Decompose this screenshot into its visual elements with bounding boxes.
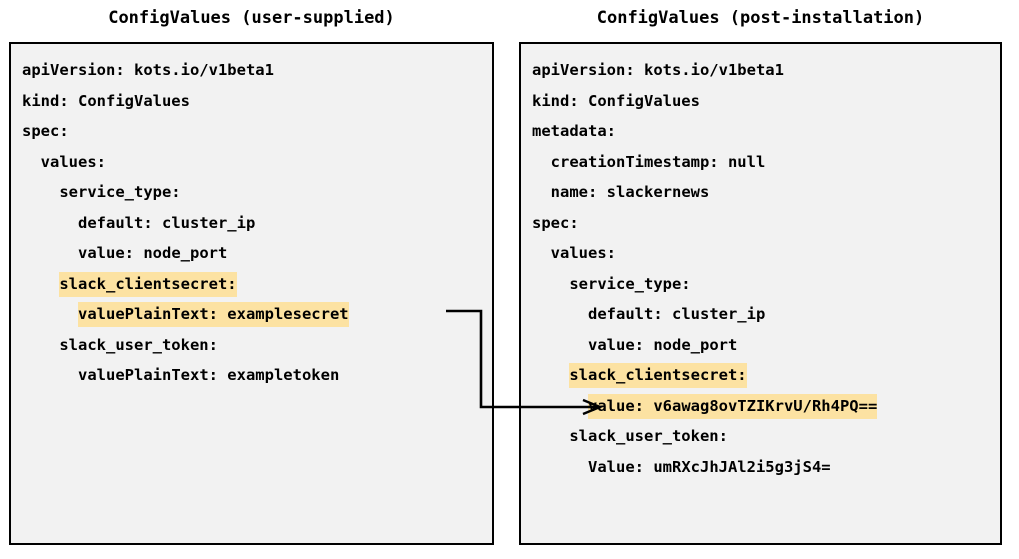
yaml-indent xyxy=(532,244,551,262)
yaml-indent xyxy=(532,183,551,201)
yaml-indent xyxy=(532,305,588,323)
yaml-text: value: node_port xyxy=(78,244,228,262)
yaml-text: service_type: xyxy=(59,183,181,201)
left-yaml-panel: apiVersion: kots.io/v1beta1 kind: ConfigV… xyxy=(9,42,494,545)
yaml-text: Value: umRXcJhJAl2i5g3jS4= xyxy=(588,457,831,476)
yaml-text: values: xyxy=(550,244,616,262)
yaml-indent xyxy=(532,275,569,293)
yaml-line: kind: ConfigValues xyxy=(532,86,998,117)
yaml-line: valuePlainText: exampletoken xyxy=(22,360,490,391)
left-yaml-content: apiVersion: kots.io/v1beta1 kind: ConfigV… xyxy=(22,55,490,391)
yaml-indent xyxy=(22,275,59,293)
yaml-text: creationTimestamp: null xyxy=(550,152,766,171)
yaml-text-highlighted: slack_clientsecret: xyxy=(569,363,747,388)
left-panel-title: ConfigValues (user-supplied) xyxy=(108,8,395,28)
yaml-line: slack_clientsecret: xyxy=(532,360,998,391)
yaml-text: slack_user_token: xyxy=(569,427,728,445)
yaml-line: valuePlainText: examplesecret xyxy=(22,299,490,330)
yaml-indent xyxy=(22,305,78,323)
yaml-text: default: cluster_ip xyxy=(588,305,766,323)
yaml-text: name: slackernews xyxy=(550,183,710,201)
yaml-line: metadata: xyxy=(532,116,998,147)
yaml-indent xyxy=(532,366,569,384)
yaml-indent xyxy=(532,458,588,476)
yaml-indent xyxy=(532,153,551,171)
yaml-indent xyxy=(22,244,78,262)
yaml-indent xyxy=(22,183,59,201)
yaml-line: values: xyxy=(532,238,998,269)
yaml-indent xyxy=(22,214,78,232)
yaml-indent xyxy=(532,427,569,445)
yaml-text: default: cluster_ip xyxy=(78,213,256,232)
yaml-text: valuePlainText: exampletoken xyxy=(78,366,340,384)
yaml-text: values: xyxy=(40,152,106,171)
yaml-text-highlighted: value: v6awag8ovTZIKrvU/Rh4PQ== xyxy=(588,393,878,419)
yaml-indent xyxy=(532,397,588,415)
yaml-indent xyxy=(532,336,588,354)
yaml-line: value: node_port xyxy=(22,238,490,269)
yaml-text: slack_user_token: xyxy=(59,335,218,354)
yaml-text: apiVersion: kots.io/v1beta1 xyxy=(532,61,784,79)
yaml-line: values: xyxy=(22,147,490,178)
yaml-text: metadata: xyxy=(532,122,616,140)
yaml-line: slack_clientsecret: xyxy=(22,269,490,300)
yaml-line: service_type: xyxy=(532,269,998,300)
yaml-line: slack_user_token: xyxy=(22,330,490,361)
right-panel-title: ConfigValues (post-installation) xyxy=(596,8,925,28)
yaml-indent xyxy=(22,366,78,384)
yaml-line: value: node_port xyxy=(532,330,998,361)
yaml-line: kind: ConfigValues xyxy=(22,86,490,117)
yaml-text: service_type: xyxy=(569,274,691,293)
yaml-line: apiVersion: kots.io/v1beta1 xyxy=(22,55,490,86)
yaml-text: kind: ConfigValues xyxy=(532,91,700,110)
yaml-text: value: node_port xyxy=(588,335,738,354)
yaml-text: spec: xyxy=(532,213,579,232)
yaml-text-highlighted: valuePlainText: examplesecret xyxy=(78,302,349,327)
yaml-line: creationTimestamp: null xyxy=(532,147,998,178)
yaml-line: service_type: xyxy=(22,177,490,208)
yaml-line: spec: xyxy=(532,208,998,239)
yaml-line: slack_user_token: xyxy=(532,421,998,452)
yaml-text: spec: xyxy=(22,122,69,140)
yaml-indent xyxy=(22,153,41,171)
yaml-text-highlighted: slack_clientsecret: xyxy=(59,271,237,297)
yaml-line: default: cluster_ip xyxy=(532,299,998,330)
right-yaml-panel: apiVersion: kots.io/v1beta1 kind: ConfigV… xyxy=(519,42,1002,545)
yaml-line: name: slackernews xyxy=(532,177,998,208)
yaml-line: default: cluster_ip xyxy=(22,208,490,239)
yaml-text: kind: ConfigValues xyxy=(22,91,190,110)
yaml-text: apiVersion: kots.io/v1beta1 xyxy=(22,61,274,79)
yaml-line: apiVersion: kots.io/v1beta1 xyxy=(532,55,998,86)
yaml-line: value: v6awag8ovTZIKrvU/Rh4PQ== xyxy=(532,391,998,422)
right-yaml-content: apiVersion: kots.io/v1beta1 kind: ConfigV… xyxy=(532,55,998,482)
yaml-line: Value: umRXcJhJAl2i5g3jS4= xyxy=(532,452,998,483)
yaml-indent xyxy=(22,336,59,354)
yaml-line: spec: xyxy=(22,116,490,147)
